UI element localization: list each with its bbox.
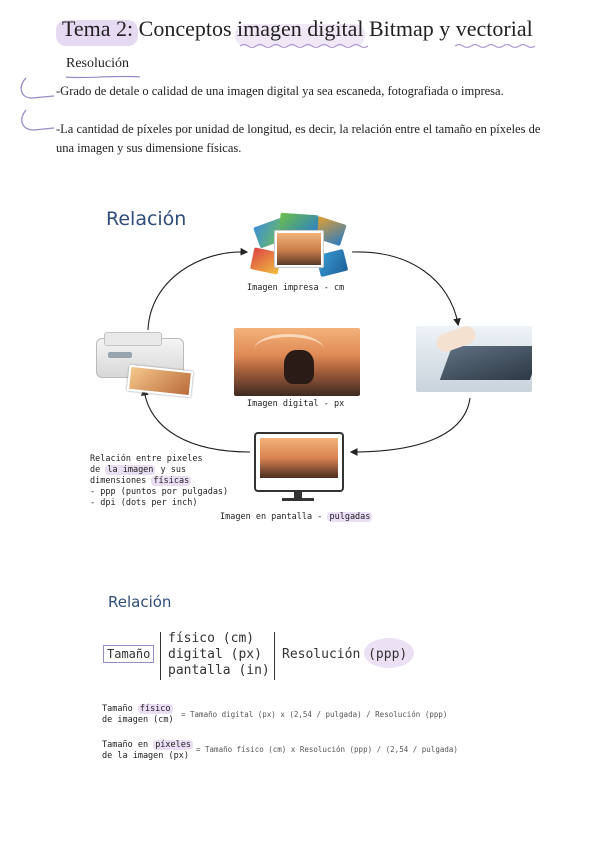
page-title: Tema 2: Conceptos imagen digital Bitmap … — [62, 16, 533, 41]
formula-physical-size: Tamaño físico de imagen (cm) — [102, 704, 174, 725]
formula-physical-rhs: = Tamaño digital (px) x (2,54 / pulgada)… — [181, 710, 448, 719]
label-digital-image: Imagen digital - px — [247, 399, 345, 409]
cycle-arrows — [141, 247, 471, 456]
left-bracket-2 — [21, 109, 55, 131]
formula-pixel-rhs: = Tamaño físico (cm) x Resolución (ppp) … — [196, 745, 458, 754]
diagram-title: Relación — [106, 208, 187, 230]
label-screen-image: Imagen en pantalla - pulgadas — [220, 512, 373, 522]
size-types: físico (cm) digital (px) pantalla (in) — [168, 631, 270, 678]
paragraph-1: -Grado de detale o calidad de una imagen… — [56, 84, 504, 98]
label-printed-image: Imagen impresa - cm — [247, 283, 345, 293]
photo-stack-icon — [250, 212, 349, 284]
divider-right — [274, 632, 275, 680]
resolution-label: Resolución (ppp) — [282, 647, 408, 662]
paragraph-2: -La cantidad de píxeles por unidad de lo… — [56, 122, 541, 155]
title-highlight — [235, 24, 365, 46]
digital-image-photo — [234, 328, 360, 396]
monitor-icon — [254, 432, 344, 502]
relation-title: Relación — [108, 593, 172, 611]
relation-note: Relación entre pixeles de la imagen y su… — [90, 454, 229, 508]
printer-icon — [92, 330, 194, 398]
tamano-box: Tamaño — [103, 645, 155, 663]
title-highlight — [56, 20, 138, 46]
section-subtitle: Resolución — [66, 56, 129, 71]
title-underline — [239, 43, 536, 49]
scanner-icon — [416, 326, 532, 392]
highlight-pulgadas: pulgadas — [327, 512, 373, 522]
formula-pixel-size: Tamaño en píxeles de la imagen (px) — [102, 740, 194, 761]
ppp-highlight — [364, 638, 414, 668]
subtitle-underline — [65, 75, 141, 79]
left-bracket-1 — [20, 77, 55, 99]
divider-left — [160, 632, 161, 680]
